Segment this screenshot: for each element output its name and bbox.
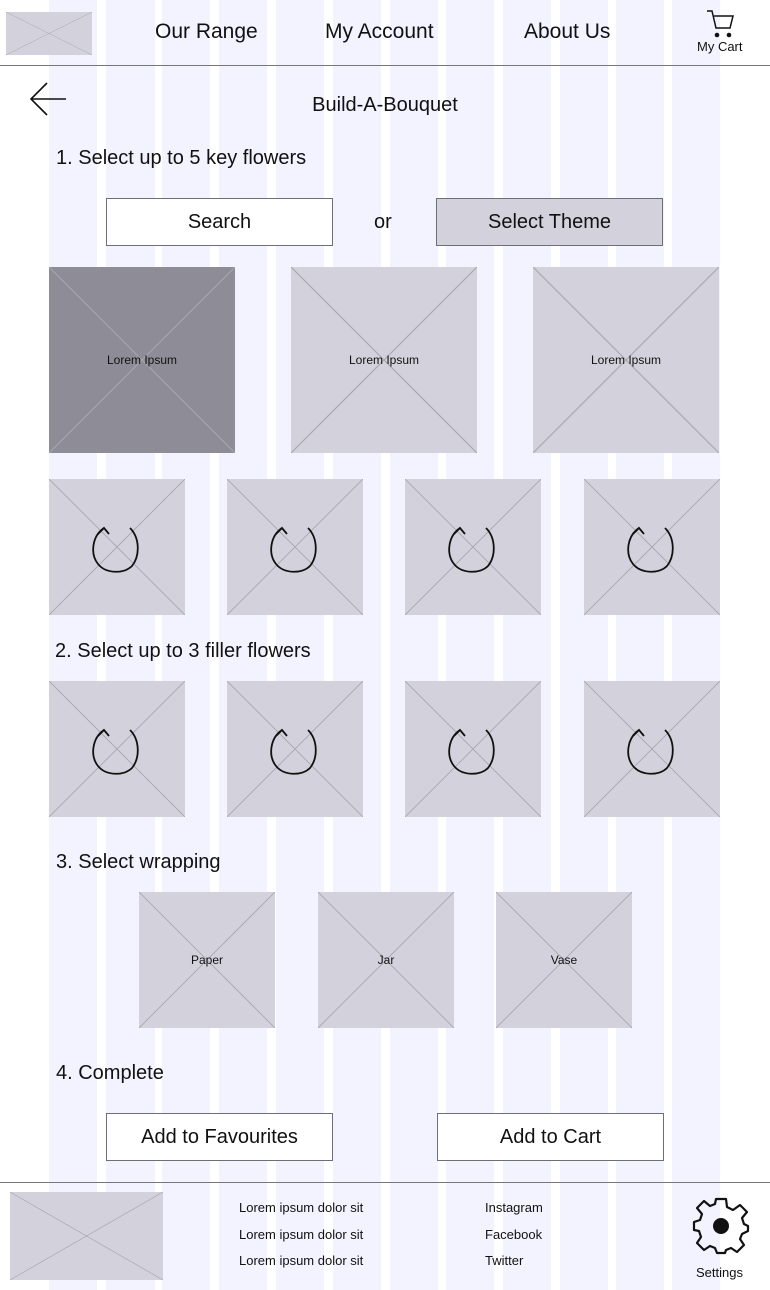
nav-our-range[interactable]: Our Range (155, 20, 258, 43)
nav-about-us[interactable]: About Us (524, 20, 611, 43)
key-flower-card[interactable]: Lorem Ipsum (291, 267, 477, 453)
refresh-icon[interactable] (82, 714, 152, 784)
refresh-icon[interactable] (82, 512, 152, 582)
filler-flower-slot[interactable] (49, 681, 185, 817)
settings-label: Settings (696, 1265, 743, 1280)
key-flower-slot[interactable] (405, 479, 541, 615)
refresh-icon[interactable] (617, 512, 687, 582)
key-flower-label: Lorem Ipsum (590, 353, 662, 367)
wrapping-option-paper[interactable]: Paper (139, 892, 275, 1028)
settings-button[interactable]: Settings (688, 1196, 754, 1282)
add-to-cart-button[interactable]: Add to Cart (437, 1113, 664, 1161)
filler-flower-slot[interactable] (405, 681, 541, 817)
key-flower-slot[interactable] (584, 479, 720, 615)
back-arrow-icon[interactable] (28, 80, 68, 118)
facebook-link[interactable]: Facebook (485, 1227, 543, 1242)
cart-button[interactable]: My Cart (694, 8, 748, 58)
select-theme-button[interactable]: Select Theme (436, 198, 663, 246)
wrapping-label: Jar (377, 953, 395, 967)
footer-link[interactable]: Lorem ipsum dolor sit (239, 1253, 364, 1268)
step3-heading: 3. Select wrapping (56, 851, 221, 873)
filler-flower-slot[interactable] (584, 681, 720, 817)
add-to-favourites-button[interactable]: Add to Favourites (106, 1113, 333, 1161)
refresh-icon[interactable] (617, 714, 687, 784)
page-title: Build-A-Bouquet (312, 94, 458, 116)
refresh-icon[interactable] (438, 512, 508, 582)
key-flower-slot[interactable] (49, 479, 185, 615)
wrapping-option-vase[interactable]: Vase (496, 892, 632, 1028)
refresh-icon[interactable] (260, 714, 330, 784)
wrapping-label: Vase (550, 953, 578, 967)
footer-logo-placeholder[interactable] (10, 1192, 163, 1280)
footer-divider (0, 1182, 770, 1183)
header-divider (0, 65, 770, 66)
search-button[interactable]: Search (106, 198, 333, 246)
gear-icon (692, 1197, 750, 1255)
refresh-icon[interactable] (260, 512, 330, 582)
step2-heading: 2. Select up to 3 filler flowers (55, 640, 311, 662)
key-flower-slot[interactable] (227, 479, 363, 615)
cart-icon (707, 10, 734, 38)
wrapping-label: Paper (190, 953, 224, 967)
refresh-icon[interactable] (438, 714, 508, 784)
cart-label: My Cart (697, 39, 743, 54)
footer-link[interactable]: Lorem ipsum dolor sit (239, 1227, 364, 1242)
key-flower-card[interactable]: Lorem Ipsum (49, 267, 235, 453)
twitter-link[interactable]: Twitter (485, 1253, 524, 1268)
step4-heading: 4. Complete (56, 1062, 164, 1084)
footer-link[interactable]: Lorem ipsum dolor sit (239, 1200, 364, 1215)
nav-my-account[interactable]: My Account (325, 20, 434, 43)
instagram-link[interactable]: Instagram (485, 1200, 543, 1215)
logo-placeholder[interactable] (6, 12, 92, 55)
or-label: or (374, 211, 392, 233)
step1-heading: 1. Select up to 5 key flowers (56, 147, 307, 169)
key-flower-label: Lorem Ipsum (348, 353, 420, 367)
filler-flower-slot[interactable] (227, 681, 363, 817)
key-flower-label: Lorem Ipsum (106, 353, 178, 367)
key-flower-card[interactable]: Lorem Ipsum (533, 267, 719, 453)
wrapping-option-jar[interactable]: Jar (318, 892, 454, 1028)
